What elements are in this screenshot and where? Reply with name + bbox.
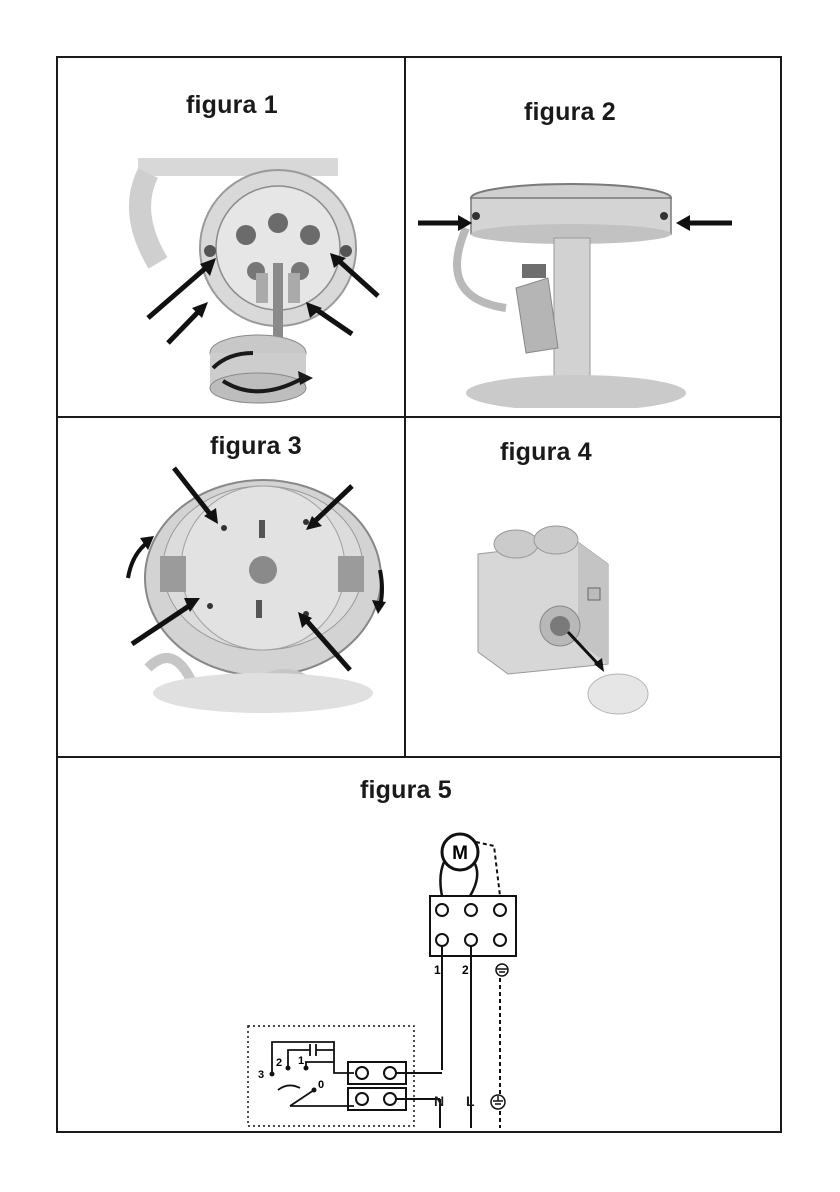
switch-label-1: 1 <box>298 1055 304 1067</box>
figure-1-title: figura 1 <box>186 91 278 120</box>
divider-horizontal-2 <box>58 756 780 758</box>
earth-symbol <box>488 1092 508 1112</box>
terminal-label-1: 1 <box>434 963 441 977</box>
figure-3-arrows <box>118 458 408 718</box>
instruction-sheet: figura 1 <box>56 56 782 1133</box>
figure-5-title: figura 5 <box>360 776 452 805</box>
wiring-diagram: M 1 2 <box>244 828 544 1128</box>
terminal-label-2: 2 <box>462 963 469 977</box>
switch-label-2: 2 <box>276 1057 282 1069</box>
figure-4-photo <box>468 524 668 724</box>
figure-1-arrows <box>138 238 398 418</box>
supply-label-n: N <box>434 1093 444 1109</box>
switch-label-0: 0 <box>318 1079 324 1091</box>
switch-label-3: 3 <box>258 1069 264 1081</box>
supply-label-l: L <box>466 1093 475 1109</box>
figure-2-arrows <box>414 208 778 238</box>
motor-label: M <box>452 843 468 864</box>
figure-4-title: figura 4 <box>500 438 592 467</box>
figure-2-title: figura 2 <box>524 98 616 127</box>
figure-3-title: figura 3 <box>210 432 302 461</box>
